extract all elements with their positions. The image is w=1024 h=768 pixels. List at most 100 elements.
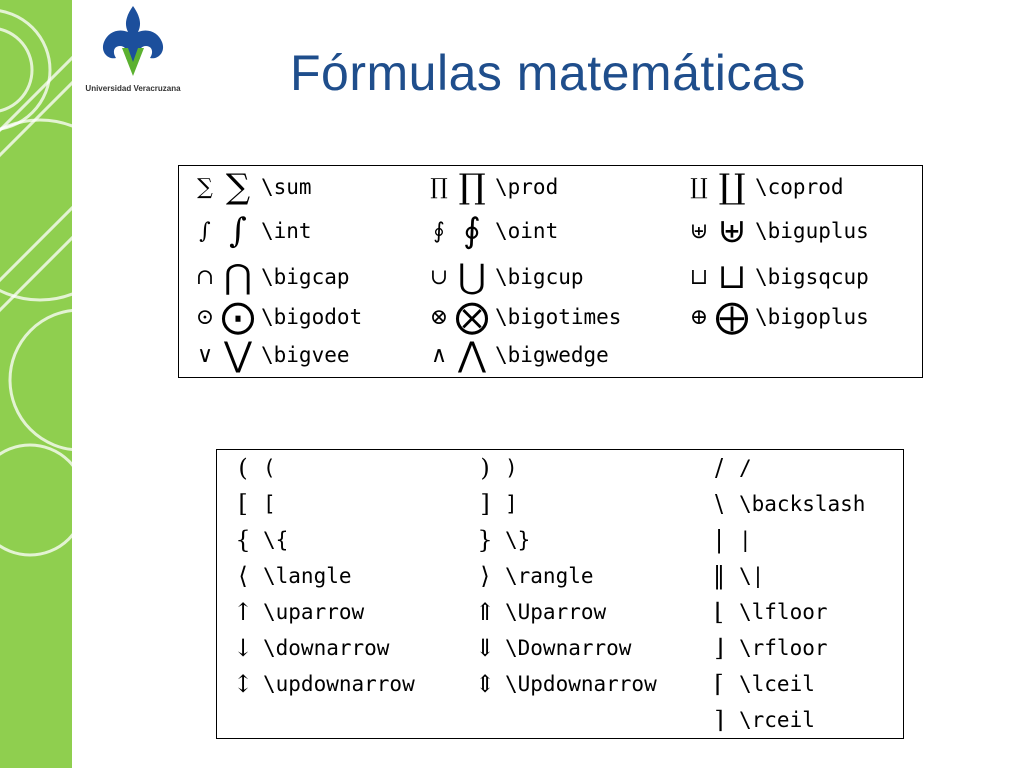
delimiter-entry: ⌋\rfloor — [707, 632, 828, 664]
operator-large-symbol: ⨁ — [715, 297, 749, 337]
delimiter-entry: ⟨ \langle — [231, 560, 352, 592]
operator-large-symbol: ⋂ — [224, 257, 252, 297]
operator-large-symbol: ⨂ — [455, 297, 489, 337]
operator-entry: ∮ ∮ \oint — [427, 212, 558, 250]
operator-large-symbol: ∏ — [458, 167, 486, 207]
delimiter-entry: ‖\| — [707, 560, 764, 592]
delimiter-entry: (( — [231, 452, 276, 484]
operator-small-symbol: ∪ — [429, 264, 449, 290]
operator-small-symbol: ⊙ — [195, 304, 215, 330]
delimiter-entry: \\backslash — [707, 488, 865, 520]
delimiter-entry: ⌉\rceil — [707, 704, 815, 736]
operator-large-symbol: ∑ — [225, 167, 251, 207]
delimiter-entry: ⇓ \Downarrow — [473, 632, 632, 664]
operator-entry: ⊗⨂\bigotimes — [427, 297, 622, 337]
operator-large-symbol: ⊔ — [717, 257, 747, 297]
operator-command: \bigodot — [261, 305, 363, 329]
delimiter-symbol: ↕ — [232, 670, 254, 698]
operator-small-symbol: ∨ — [196, 342, 214, 368]
operator-large-symbol: ⨀ — [221, 297, 255, 337]
delimiter-entry: ↓ \downarrow — [231, 632, 390, 664]
delimiter-command: \downarrow — [263, 636, 390, 660]
delimiter-command: \updownarrow — [263, 672, 415, 696]
operator-small-symbol: ∑ — [197, 174, 213, 200]
delimiter-symbol: [ — [238, 490, 248, 518]
university-logo — [78, 2, 188, 102]
delimiter-command: \langle — [263, 564, 352, 588]
delimiter-entry: [[ — [231, 488, 276, 520]
delimiter-symbol: / — [714, 454, 724, 482]
operator-large-symbol: ∮ — [463, 211, 481, 251]
delimiter-command: \Downarrow — [505, 636, 632, 660]
operator-command: \bigvee — [261, 343, 350, 367]
delimiter-symbol: ⟩ — [480, 562, 490, 590]
big-operators-table: ∑∑\sum∏∏\prod∐∐\coprod∫∫\int∮∮\oint⊎⊎\bi… — [178, 165, 923, 378]
delimiter-entry: ⌈\lceil — [707, 668, 815, 700]
delimiter-command: \rceil — [739, 708, 815, 732]
delimiter-entry: ⇑\Uparrow — [473, 596, 606, 628]
decorative-arcs — [0, 9, 72, 557]
operator-command: \bigcap — [261, 265, 350, 289]
delimiter-command: \rangle — [505, 564, 594, 588]
delimiter-command: ) — [505, 456, 518, 480]
operator-large-symbol: ⋁ — [224, 335, 252, 375]
delimiter-entry: ⌊\lfloor — [707, 596, 827, 628]
delimiter-symbol: ) — [480, 454, 490, 482]
operator-entry: ∫∫\int — [193, 211, 312, 251]
delimiter-symbol: ⌊ — [714, 598, 724, 626]
operator-entry: ⊙⨀\bigodot — [193, 298, 362, 336]
delimiter-command: / — [739, 456, 752, 480]
delimiter-symbol: ↓ — [232, 634, 254, 662]
operator-entry: ∪ ⋃ \bigcup — [427, 258, 584, 296]
operator-entry: ∧⋀\bigwedge — [427, 336, 609, 374]
delimiter-command: \backslash — [739, 492, 866, 516]
operator-small-symbol: ∮ — [433, 218, 445, 244]
delimiter-entry: || — [707, 524, 752, 556]
operator-large-symbol: ⋃ — [458, 257, 486, 297]
operator-small-symbol: ⊔ — [689, 264, 709, 290]
delimiter-symbol: ‖ — [713, 562, 725, 590]
delimiter-entry: }\} — [473, 524, 530, 556]
operator-entry: ∑ ∑ \sum — [193, 167, 312, 207]
operator-command: \biguplus — [755, 219, 869, 243]
operator-command: \coprod — [755, 175, 844, 199]
operator-large-symbol: ∫ — [229, 211, 247, 251]
delimiter-command: [ — [263, 492, 276, 516]
delimiter-symbol: ⇕ — [474, 670, 496, 698]
delimiter-entry: ↕ \updownarrow — [231, 668, 415, 700]
delimiter-symbol: ⇓ — [474, 634, 496, 662]
delimiter-command: ( — [263, 456, 276, 480]
operator-entry: ∐∐\coprod — [687, 168, 844, 206]
operator-entry: ∩⋂\bigcap — [193, 258, 350, 296]
delimiter-command: ] — [505, 492, 518, 516]
decorative-side-band — [0, 0, 72, 768]
delimiter-symbol: ⟨ — [238, 562, 248, 590]
operator-small-symbol: ⊗ — [429, 304, 449, 330]
operator-small-symbol: ∧ — [430, 342, 448, 368]
operator-large-symbol: ⊎ — [717, 211, 747, 251]
operator-command: \prod — [495, 175, 559, 199]
operator-command: \bigoplus — [755, 305, 869, 329]
delimiters-table: (())//[[]]\\backslash{\{}\}||⟨\langle⟩\r… — [216, 449, 904, 739]
operator-entry: ⊔⊔\bigsqcup — [687, 258, 869, 296]
operator-entry: ∨ ⋁ \bigvee — [193, 336, 350, 374]
operator-command: \int — [261, 219, 312, 243]
operator-command: \sum — [261, 175, 312, 199]
delimiter-symbol: { — [235, 526, 251, 554]
operator-small-symbol: ⊎ — [689, 218, 709, 244]
operator-command: \oint — [495, 219, 559, 243]
delimiter-symbol: ] — [480, 490, 490, 518]
delimiter-command: | — [739, 528, 752, 552]
delimiter-command: \rfloor — [739, 636, 828, 660]
delimiter-symbol: } — [477, 526, 493, 554]
delimiter-command: \Uparrow — [505, 600, 607, 624]
delimiter-entry: ⟩ \rangle — [473, 560, 594, 592]
delimiter-entry: // — [707, 452, 752, 484]
university-name: Universidad Veracruzana — [85, 84, 181, 93]
operator-command: \bigcup — [495, 265, 584, 289]
delimiter-command: \{ — [263, 528, 289, 552]
delimiter-entry: { \{ — [231, 524, 288, 556]
delimiter-symbol: | — [714, 526, 724, 554]
delimiter-command: \Updownarrow — [505, 672, 657, 696]
university-logo-icon — [102, 6, 164, 76]
